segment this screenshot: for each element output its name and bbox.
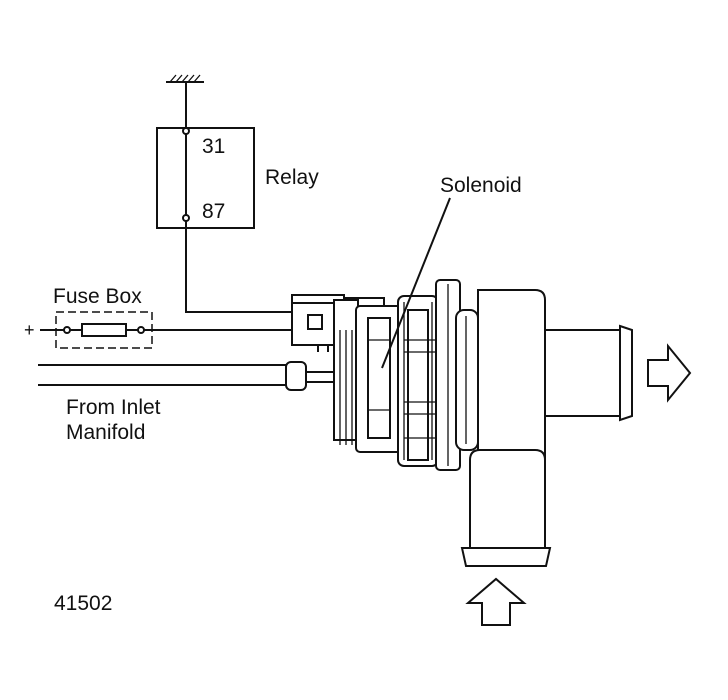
- up-arrow-icon: [465, 577, 527, 626]
- figure-number: 41502: [54, 592, 113, 615]
- plus-sign: +: [24, 320, 35, 340]
- relay-pin-87-label: 87: [202, 200, 226, 223]
- relay-pin-31-label: 31: [202, 135, 226, 158]
- from-inlet-label-line1: From Inlet: [66, 396, 161, 419]
- fuse-box-label: Fuse Box: [53, 285, 142, 308]
- from-inlet-label-line2: Manifold: [66, 421, 146, 444]
- vacuum-hose: [38, 361, 340, 391]
- right-arrow-icon: [647, 343, 692, 403]
- valve-housing: [477, 289, 546, 471]
- outlet-pipe: [544, 324, 633, 422]
- solenoid-leader-line: [381, 197, 451, 369]
- relay-label: Relay: [265, 166, 319, 189]
- solenoid-body: [333, 279, 479, 471]
- ground-symbol-icon: [166, 74, 204, 128]
- fuse-box: [40, 311, 300, 349]
- inlet-pipe: [460, 449, 552, 567]
- solenoid-label: Solenoid: [440, 174, 522, 197]
- relay-output-wire: [185, 221, 296, 313]
- relay-box: [156, 127, 255, 229]
